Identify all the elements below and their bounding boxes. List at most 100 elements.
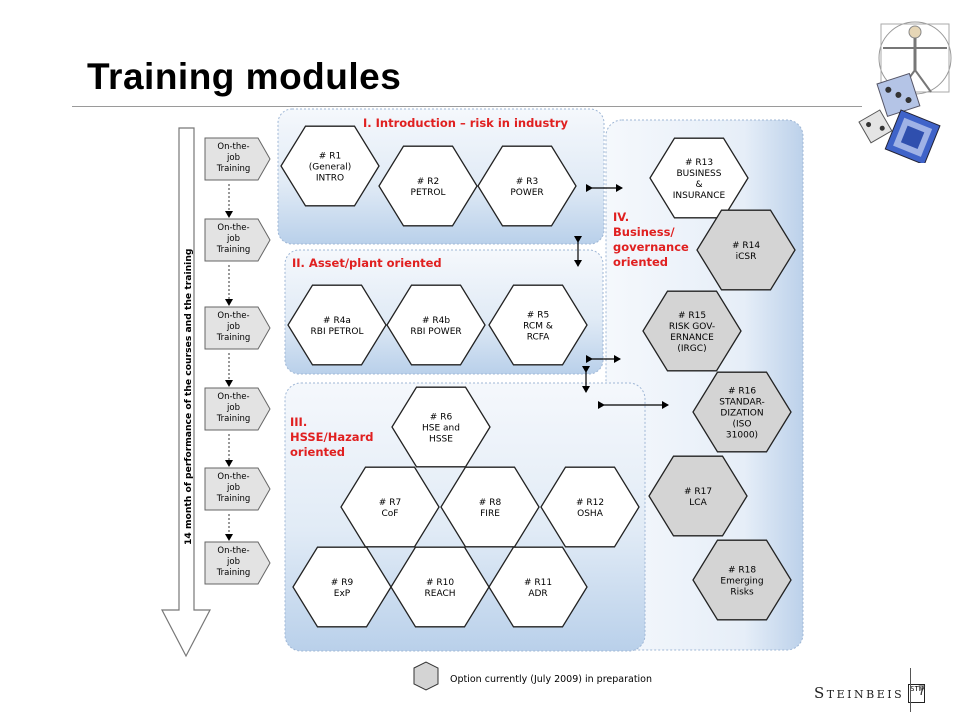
module-label: POWER [510, 188, 543, 198]
training-box [204, 541, 271, 585]
module-label: # R11 [524, 578, 552, 588]
module-label: & [695, 180, 702, 190]
steinbeis-brand: Steinbeis [814, 684, 905, 702]
title-rule [72, 106, 862, 107]
module-hexagon [692, 539, 792, 621]
module-hexagon [292, 546, 392, 628]
group-title-iii: III. HSSE/Hazard oriented [290, 415, 373, 459]
group-title-iv-line: oriented [613, 255, 668, 269]
training-label: On-the- [217, 311, 249, 321]
module-label: OSHA [577, 509, 604, 519]
module-label: STANDAR- [719, 398, 764, 408]
training-box [204, 137, 271, 181]
training-label: Training [216, 245, 251, 255]
module-label: HSE and [422, 424, 460, 434]
module-label: CoF [382, 509, 399, 519]
group-title-iii-line: III. [290, 415, 307, 429]
module-hexagon [390, 546, 490, 628]
training-label: On-the- [217, 472, 249, 482]
training-label: job [226, 234, 240, 244]
module-label: LCA [689, 498, 707, 508]
training-label: Training [216, 494, 251, 504]
module-label: # R10 [426, 578, 454, 588]
module-label: (General) [309, 163, 352, 173]
training-label: job [226, 557, 240, 567]
module-label: # R18 [728, 566, 756, 576]
legend-hexagon [413, 661, 439, 691]
module-label: # R13 [685, 158, 713, 168]
page-number: 7 [918, 682, 926, 698]
module-label: RISK GOV- [669, 322, 715, 332]
module-hexagon [378, 145, 478, 227]
module-label: # R16 [728, 387, 756, 397]
training-box [204, 467, 271, 511]
page-title: Training modules [87, 56, 402, 97]
module-label: # R4a [323, 316, 351, 326]
training-label: On-the- [217, 142, 249, 152]
module-label: # R8 [479, 498, 502, 508]
module-hexagon [540, 466, 640, 548]
module-hexagon [692, 371, 792, 453]
module-hexagon [340, 466, 440, 548]
module-hexagon [488, 546, 588, 628]
footer-divider [910, 668, 911, 712]
module-label: Emerging [720, 577, 763, 587]
group-title-iv: IV. Business/ governance oriented [613, 210, 689, 269]
training-box [204, 218, 271, 262]
group-title-iv-line: IV. [613, 210, 629, 224]
module-hexagon [648, 455, 748, 537]
module-label: REACH [425, 589, 456, 599]
module-label: # R14 [732, 241, 760, 251]
module-hexagon [477, 145, 577, 227]
module-hexagon [386, 284, 486, 366]
module-hexagon [696, 209, 796, 291]
training-label: Training [216, 164, 251, 174]
module-label: DIZATION [720, 409, 763, 419]
connector-arrows [574, 184, 669, 409]
module-label: (ISO [733, 420, 752, 430]
module-hexagon [642, 290, 742, 372]
training-label: job [226, 483, 240, 493]
group-title-iv-line: governance [613, 240, 689, 254]
training-label: Training [216, 333, 251, 343]
stw-mark: STW [908, 683, 926, 703]
module-label: (IRGC) [677, 344, 706, 354]
module-r1: # R1(General)INTRO [280, 125, 380, 207]
module-label: Risks [730, 588, 754, 598]
module-label: RCM & [523, 322, 553, 332]
module-label: RBI POWER [410, 327, 461, 337]
module-label: INTRO [316, 174, 344, 184]
training-label: job [226, 153, 240, 163]
steinbeis-logo: Steinbeis STW [814, 680, 926, 706]
module-label: # R12 [576, 498, 604, 508]
module-label: INSURANCE [673, 191, 726, 201]
training-label: job [226, 403, 240, 413]
training-label: On-the- [217, 223, 249, 233]
module-label: ExP [334, 589, 351, 599]
group-title-ii: II. Asset/plant oriented [292, 256, 442, 270]
legend-text: Option currently (July 2009) in preparat… [450, 674, 652, 685]
module-label: # R4b [422, 316, 450, 326]
module-label: # R6 [430, 413, 453, 423]
training-label: Training [216, 414, 251, 424]
module-label: ADR [528, 589, 547, 599]
module-label: ERNANCE [670, 333, 714, 343]
module-label: PETROL [411, 188, 446, 198]
vitruvian-dice-logo [858, 21, 952, 163]
